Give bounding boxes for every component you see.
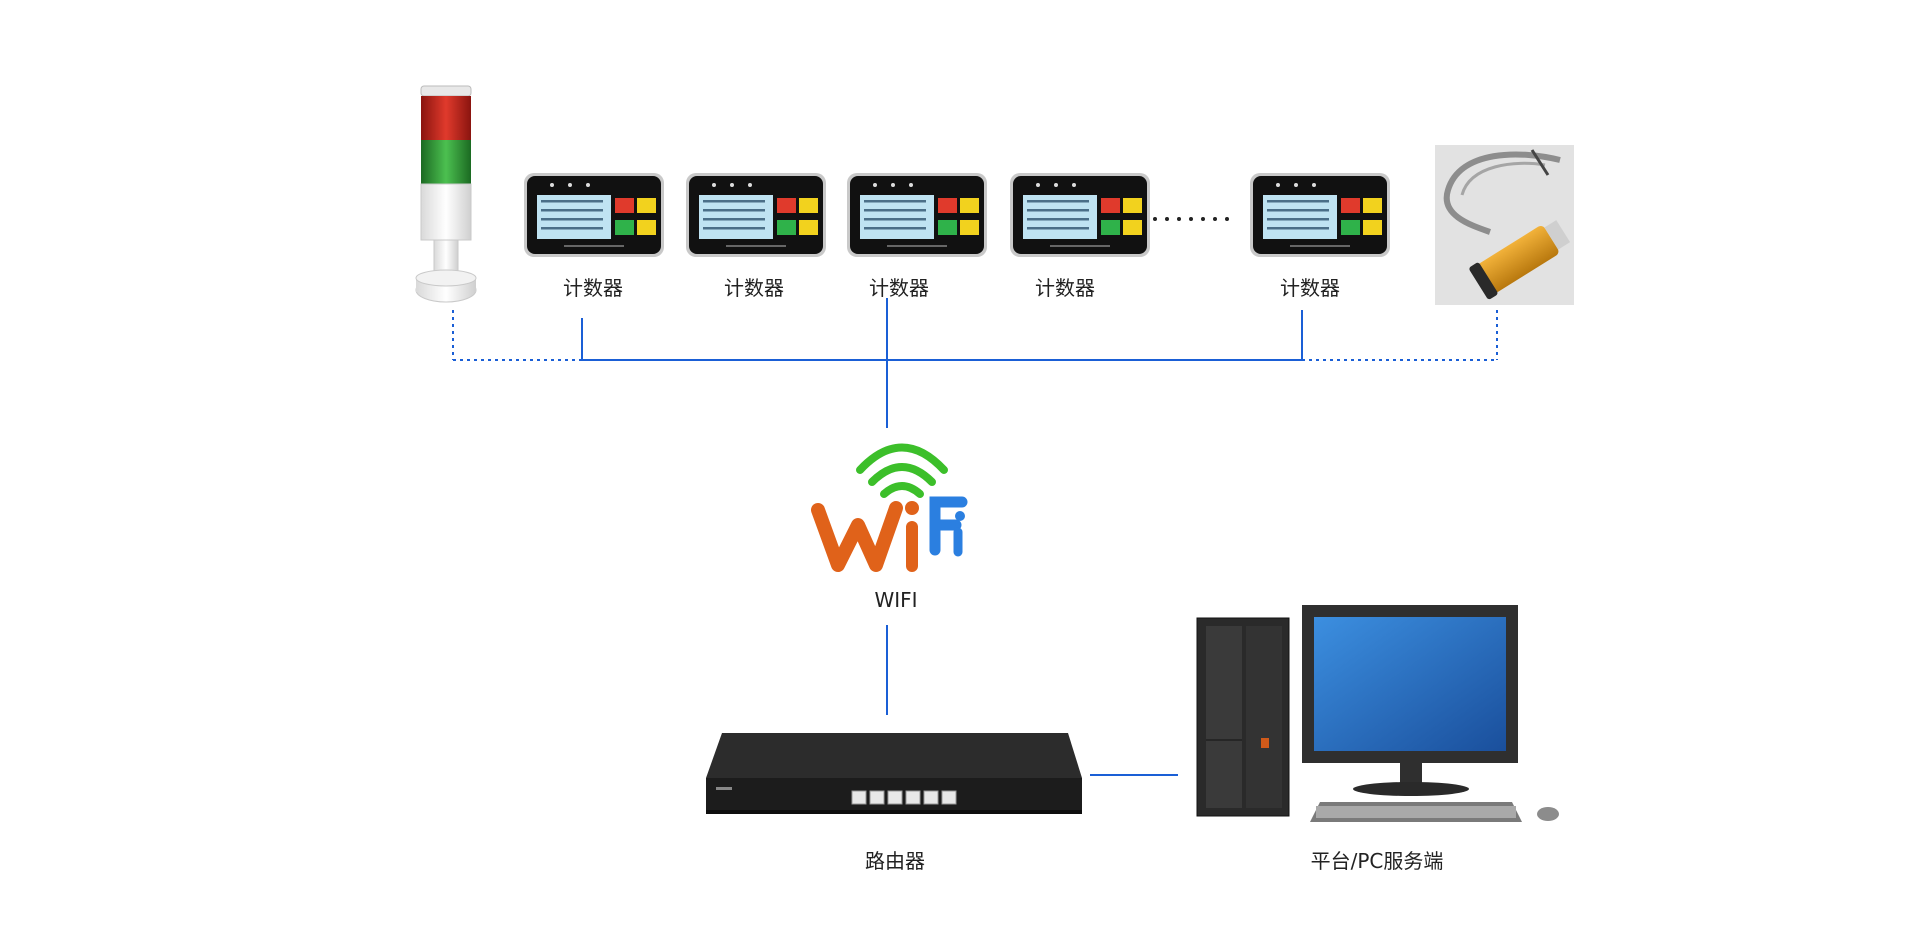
wifi-label: WIFI xyxy=(874,588,918,612)
wifi-logo-icon xyxy=(811,443,968,572)
counter-label-3: 计数器 xyxy=(869,276,929,300)
router-label: 路由器 xyxy=(865,849,925,873)
counter-device-icon xyxy=(1250,173,1390,257)
photoelectric-sensor-icon xyxy=(1435,145,1574,305)
server-label: 平台/PC服务端 xyxy=(1310,849,1444,873)
counter-device-icon xyxy=(686,173,826,257)
router-icon xyxy=(706,733,1082,814)
counter-device-icon xyxy=(524,173,664,257)
counter-label-2: 计数器 xyxy=(724,276,784,300)
signal-tower-light-icon xyxy=(415,85,477,303)
counter-label-5: 计数器 xyxy=(1280,276,1340,300)
connection-lines xyxy=(452,298,1498,776)
ellipsis-dots xyxy=(1153,217,1229,221)
counter-device-icon xyxy=(1010,173,1150,257)
counter-label-4: 计数器 xyxy=(1035,276,1095,300)
pc-server-icon xyxy=(1196,605,1559,822)
counter-device-icon xyxy=(847,173,987,257)
counter-label-1: 计数器 xyxy=(563,276,623,300)
